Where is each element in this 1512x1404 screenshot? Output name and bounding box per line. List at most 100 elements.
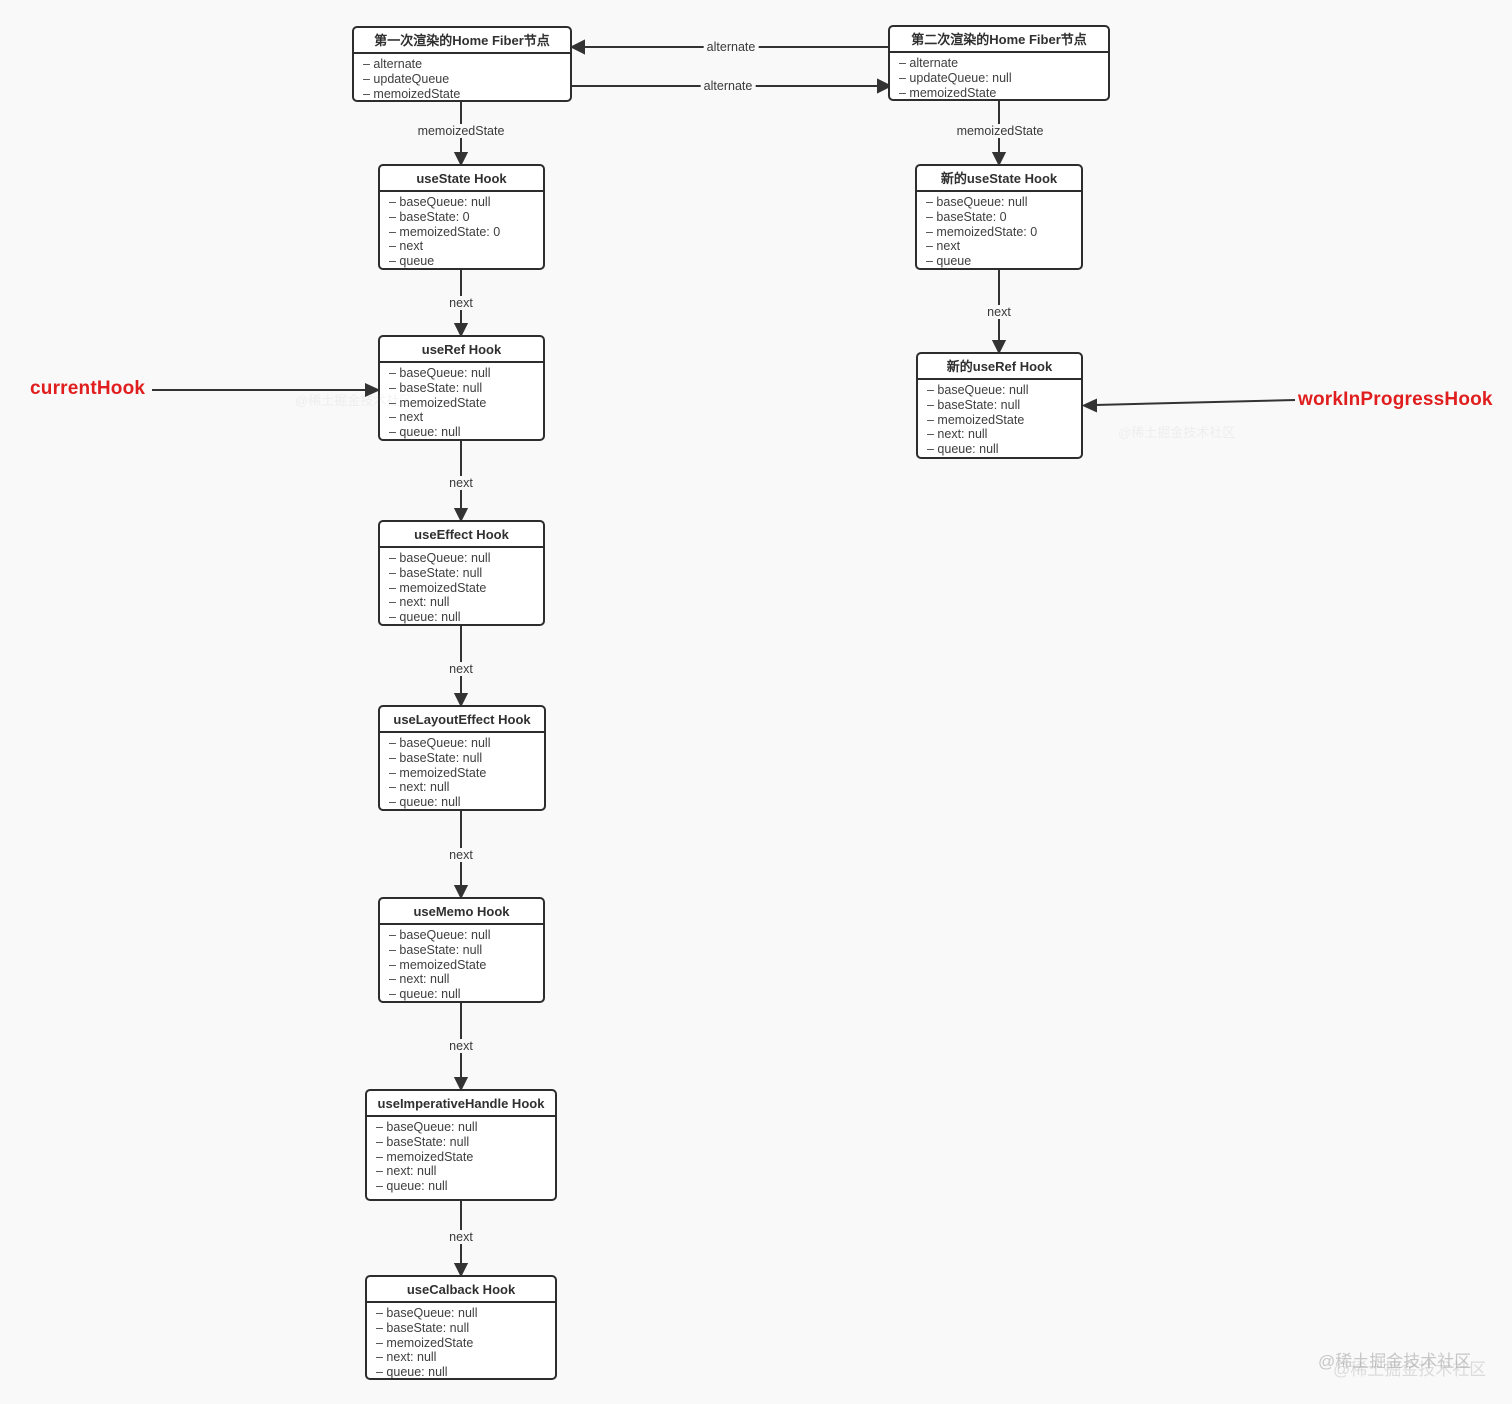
node-field: – queue: null xyxy=(389,795,461,810)
node-field: – next xyxy=(389,410,424,425)
node-field: – queue: null xyxy=(389,610,461,625)
edge-label-next-4: next xyxy=(446,848,476,862)
node-field: – memoizedState xyxy=(899,85,997,100)
node-field: – alternate xyxy=(363,57,423,71)
node-field: – memoizedState xyxy=(376,1335,474,1350)
node-field: – baseState: null xyxy=(927,397,1021,412)
node-field: – baseQueue: null xyxy=(376,1306,478,1320)
arrowhead xyxy=(453,323,469,338)
node-field: – queue xyxy=(389,254,435,269)
node-field: – updateQueue: null xyxy=(899,70,1012,85)
arrowhead xyxy=(453,693,469,708)
edge-workInProgressHook-pointer xyxy=(1081,398,1296,413)
node-field: – queue xyxy=(926,254,972,269)
arrowhead xyxy=(453,1263,469,1278)
node-field: – baseState: 0 xyxy=(926,209,1007,224)
node-fields: – baseQueue: null – baseState: null – me… xyxy=(367,1117,555,1197)
arrowhead xyxy=(991,152,1007,167)
watermark-echo: @稀土掘金技术社区 xyxy=(1333,1360,1487,1379)
node-fields: – alternate – updateQueue – memoizedStat… xyxy=(354,54,570,101)
node-field: – alternate xyxy=(899,56,959,70)
watermark: @稀土掘金技术社区 xyxy=(1318,1352,1472,1371)
node-field: – baseQueue: null xyxy=(926,195,1028,209)
node-new-useState-hook: 新的useState Hook – baseQueue: null – base… xyxy=(915,164,1083,270)
node-field: – queue: null xyxy=(376,1365,448,1380)
arrowhead xyxy=(569,39,585,55)
watermark-ghost-1: @稀土掘金技术社区 xyxy=(295,393,413,408)
arrowhead xyxy=(1081,398,1097,413)
edge-label-next-5: next xyxy=(446,1039,476,1053)
node-field: – queue: null xyxy=(376,1179,448,1194)
arrowhead xyxy=(453,1077,469,1092)
node-field: – next: null xyxy=(389,780,450,795)
node-field: – baseQueue: null xyxy=(389,736,491,750)
node-field: – baseState: null xyxy=(389,380,483,395)
node-fields: – baseQueue: null – baseState: null – me… xyxy=(380,363,543,440)
node-field: – queue: null xyxy=(927,442,999,457)
node-fields: – alternate – updateQueue: null – memoiz… xyxy=(890,53,1108,100)
edge-next-useEffect-useLayoutEffect xyxy=(453,625,469,708)
node-title: useLayoutEffect Hook xyxy=(380,707,544,733)
node-useImperativeHandle-hook: useImperativeHandle Hook – baseQueue: nu… xyxy=(365,1089,557,1201)
edge-currentHook-pointer xyxy=(152,382,381,398)
edge-next-useRef-useEffect xyxy=(453,440,469,523)
node-field: – next: null xyxy=(376,1164,437,1179)
node-field: – memoizedState xyxy=(363,86,461,101)
arrowhead xyxy=(991,340,1007,355)
node-title: 第二次渲染的Home Fiber节点 xyxy=(890,27,1108,53)
node-field: – memoizedState: 0 xyxy=(926,224,1038,239)
node-fields: – baseQueue: null – baseState: 0 – memoi… xyxy=(917,192,1081,269)
node-field: – memoizedState xyxy=(927,412,1025,427)
node-field: – baseState: null xyxy=(389,750,483,765)
edge-label-next-6: next xyxy=(446,1230,476,1244)
node-title: 新的useState Hook xyxy=(917,166,1081,192)
node-field: – next xyxy=(926,239,961,254)
node-field: – memoizedState xyxy=(389,957,487,972)
node-useMemo-hook: useMemo Hook – baseQueue: null – baseSta… xyxy=(378,897,545,1003)
node-title: useMemo Hook xyxy=(380,899,543,925)
node-field: – baseState: null xyxy=(389,942,483,957)
node-title: useRef Hook xyxy=(380,337,543,363)
node-field: – next xyxy=(389,239,424,254)
edge-label-next-2: next xyxy=(446,476,476,490)
edge-label-alternate-bottom: alternate xyxy=(700,79,756,93)
node-fields: – baseQueue: null – baseState: null – me… xyxy=(380,733,544,810)
node-fields: – baseQueue: null – baseState: null – me… xyxy=(380,925,543,1002)
node-field: – memoizedState: 0 xyxy=(389,224,501,239)
node-fields: – baseQueue: null – baseState: 0 – memoi… xyxy=(380,192,543,269)
edge-label-next-1: next xyxy=(446,296,476,310)
arrowhead xyxy=(877,78,893,94)
node-field: – baseState: null xyxy=(376,1320,470,1335)
node-title: useState Hook xyxy=(380,166,543,192)
node-title: useEffect Hook xyxy=(380,522,543,548)
node-new-useRef-hook: 新的useRef Hook – baseQueue: null – baseSt… xyxy=(916,352,1083,459)
edge-label-memoizedState-right: memoizedState xyxy=(953,124,1047,138)
node-useRef-hook: useRef Hook – baseQueue: null – baseStat… xyxy=(378,335,545,441)
arrowhead xyxy=(453,885,469,900)
node-field: – memoizedState xyxy=(389,395,487,410)
arrowhead xyxy=(453,152,469,167)
node-useCallback-hook: useCalback Hook – baseQueue: null – base… xyxy=(365,1275,557,1380)
arrowhead xyxy=(453,508,469,523)
edge-label-next-right: next xyxy=(984,305,1014,319)
annotation-workInProgressHook: workInProgressHook xyxy=(1298,389,1493,410)
annotation-currentHook: currentHook xyxy=(30,378,146,399)
edge-label-memoizedState-left: memoizedState xyxy=(414,124,508,138)
node-field: – queue: null xyxy=(389,425,461,440)
node-second-render-fiber: 第二次渲染的Home Fiber节点 – alternate – updateQ… xyxy=(888,25,1110,101)
node-field: – next: null xyxy=(927,427,988,442)
node-field: – baseQueue: null xyxy=(389,195,491,209)
node-field: – queue: null xyxy=(389,987,461,1002)
node-field: – baseQueue: null xyxy=(376,1120,478,1134)
node-useLayoutEffect-hook: useLayoutEffect Hook – baseQueue: null –… xyxy=(378,705,546,811)
node-field: – baseQueue: null xyxy=(389,366,491,380)
node-first-render-fiber: 第一次渲染的Home Fiber节点 – alternate – updateQ… xyxy=(352,26,572,102)
node-field: – baseState: 0 xyxy=(389,209,470,224)
node-fields: – baseQueue: null – baseState: null – me… xyxy=(380,548,543,625)
node-field: – baseState: null xyxy=(389,565,483,580)
watermark-ghost-2: @稀土掘金技术社区 xyxy=(1118,425,1236,440)
node-fields: – baseQueue: null – baseState: null – me… xyxy=(367,1303,555,1380)
node-useEffect-hook: useEffect Hook – baseQueue: null – baseS… xyxy=(378,520,545,626)
node-field: – baseQueue: null xyxy=(927,383,1029,397)
